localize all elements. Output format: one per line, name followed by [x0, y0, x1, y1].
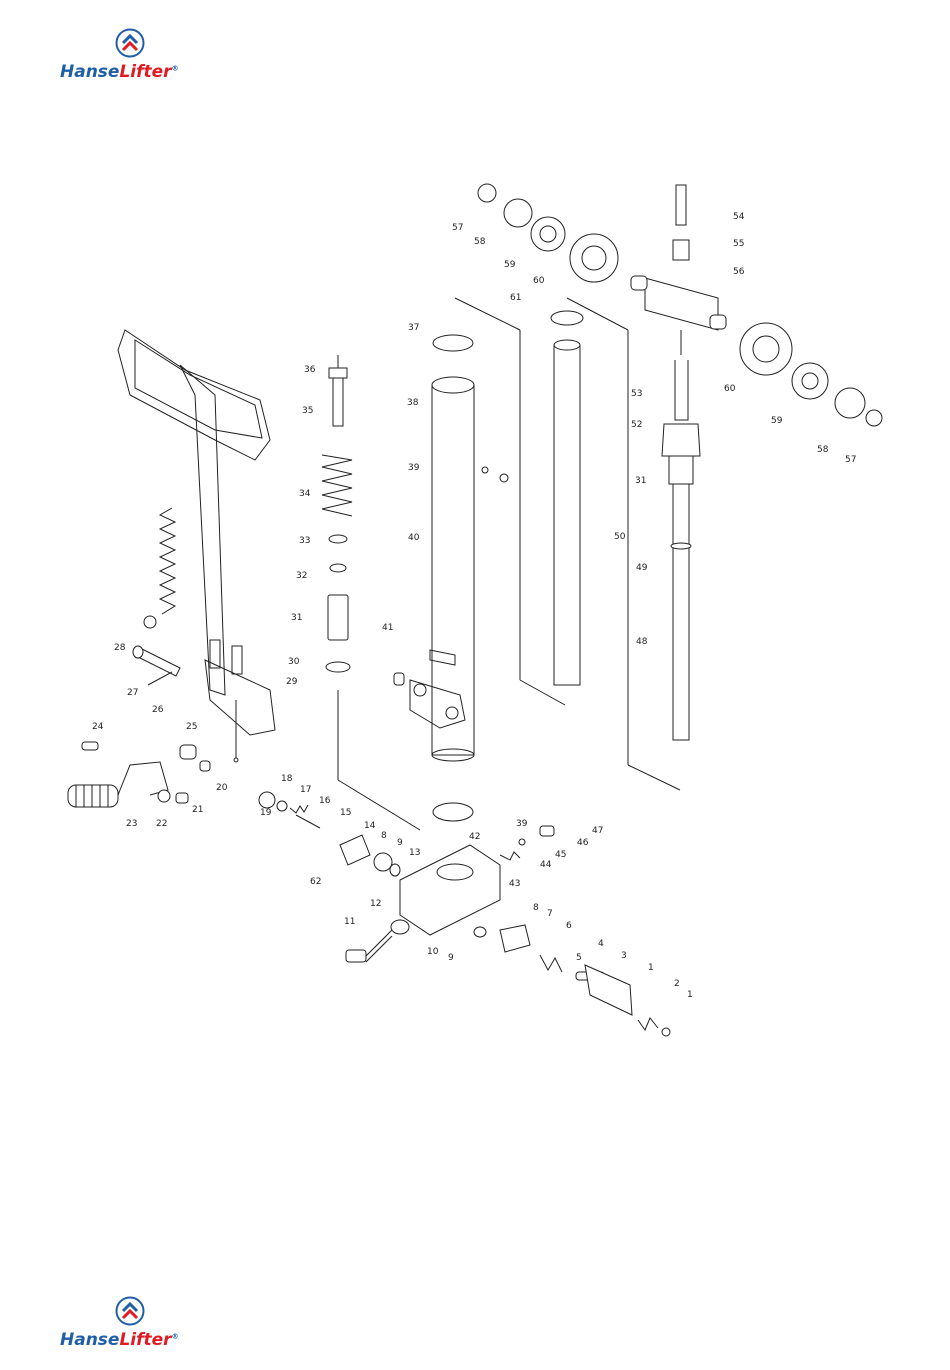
callout: 15: [340, 808, 351, 818]
callout: 43: [509, 879, 520, 889]
callout: 31: [291, 613, 302, 623]
callout: 5: [576, 953, 582, 963]
callout: 24: [92, 722, 104, 732]
callout: 54: [733, 212, 745, 222]
callout: 30: [288, 657, 300, 667]
callout: 16: [319, 796, 331, 806]
callout: 6: [566, 921, 572, 931]
callout: 58: [817, 445, 829, 455]
callout: 25: [186, 722, 197, 732]
callout: 14: [364, 821, 376, 831]
callout: 36: [304, 365, 316, 375]
callout: 9: [397, 838, 403, 848]
callout: 35: [302, 406, 313, 416]
callout: 53: [631, 389, 642, 399]
callout: 32: [296, 571, 307, 581]
callout: 22: [156, 819, 167, 829]
callout: 8: [381, 831, 387, 841]
callout: 59: [504, 260, 516, 270]
callout: 23: [126, 819, 137, 829]
callout: 47: [592, 826, 603, 836]
callout: 7: [547, 909, 553, 919]
callout: 41: [382, 623, 393, 633]
callout: 60: [533, 276, 545, 286]
callout: 33: [299, 536, 310, 546]
callout: 17: [300, 785, 311, 795]
callout: 40: [408, 533, 420, 543]
callout: 29: [286, 677, 298, 687]
callout: 57: [452, 223, 463, 233]
callout: 31: [635, 476, 646, 486]
callout: 55: [733, 239, 744, 249]
callout: 3: [621, 951, 627, 961]
callout: 60: [724, 384, 736, 394]
callout: 1: [648, 963, 654, 973]
callout: 57: [845, 455, 856, 465]
callout: 59: [771, 416, 783, 426]
callout: 20: [216, 783, 228, 793]
callout: 34: [299, 489, 311, 499]
callout: 37: [408, 323, 419, 333]
callout: 39: [408, 463, 420, 473]
callout: 11: [344, 917, 355, 927]
callout: 19: [260, 808, 272, 818]
callout: 48: [636, 637, 648, 647]
callout: 8: [533, 903, 539, 913]
callout: 39: [516, 819, 528, 829]
callout: 4: [598, 939, 604, 949]
callout: 26: [152, 705, 164, 715]
callout: 61: [510, 293, 521, 303]
callout: 42: [469, 832, 480, 842]
callout: 52: [631, 420, 642, 430]
callout: 44: [540, 860, 552, 870]
callout: 12: [370, 899, 381, 909]
callout: 46: [577, 838, 589, 848]
callout: 13: [409, 848, 420, 858]
callout: 10: [427, 947, 439, 957]
callout: 2: [674, 979, 680, 989]
callout: 62: [310, 877, 321, 887]
callout: 18: [281, 774, 293, 784]
callout: 50: [614, 532, 626, 542]
callout: 56: [733, 267, 745, 277]
callout: 45: [555, 850, 566, 860]
callout: 49: [636, 563, 648, 573]
callout: 1: [687, 990, 693, 1000]
callout: 58: [474, 237, 486, 247]
handle-assembly: [118, 330, 275, 735]
callout: 27: [127, 688, 138, 698]
callout: 28: [114, 643, 126, 653]
callout: 38: [407, 398, 419, 408]
callout: 21: [192, 805, 203, 815]
callout: 9: [448, 953, 454, 963]
